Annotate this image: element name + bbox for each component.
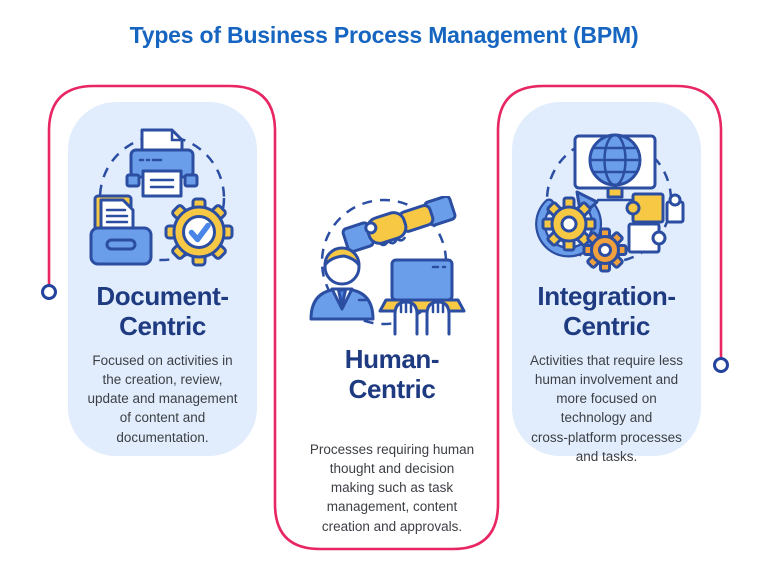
connector-endpoint-right xyxy=(713,357,729,373)
connector-endpoint-left xyxy=(41,284,57,300)
document-icons-cluster xyxy=(89,128,234,267)
gear-icon xyxy=(582,227,628,273)
approved-gear-icon xyxy=(164,197,234,267)
printer-icon xyxy=(125,128,199,198)
card-human-centric: Human- Centric Processes requiring human… xyxy=(287,102,497,550)
card-heading: Human- Centric xyxy=(344,344,440,404)
page-title: Types of Business Process Management (BP… xyxy=(129,22,639,48)
handshake-icon xyxy=(341,196,457,254)
sync-gear-icon xyxy=(535,190,603,258)
globe-monitor-icon xyxy=(573,133,657,202)
laptop-typing-icon xyxy=(378,258,466,336)
puzzle-icon xyxy=(625,192,685,254)
card-integration-centric: Integration- Centric Activities that req… xyxy=(512,102,701,464)
card-body: Activities that require less human invol… xyxy=(529,353,684,464)
card-heading: Integration- Centric xyxy=(537,281,676,341)
card-heading: Document- Centric xyxy=(96,281,229,341)
card-document-centric: Document- Centric Focused on activities … xyxy=(68,102,257,456)
human-icons-cluster xyxy=(309,196,466,336)
card-body: Focused on activities in the creation, r… xyxy=(87,353,238,445)
document-tray-icon xyxy=(89,194,153,266)
businessman-icon xyxy=(309,246,375,321)
card-body: Processes requiring human thought and de… xyxy=(309,442,475,534)
integration-icons-cluster xyxy=(535,133,685,273)
